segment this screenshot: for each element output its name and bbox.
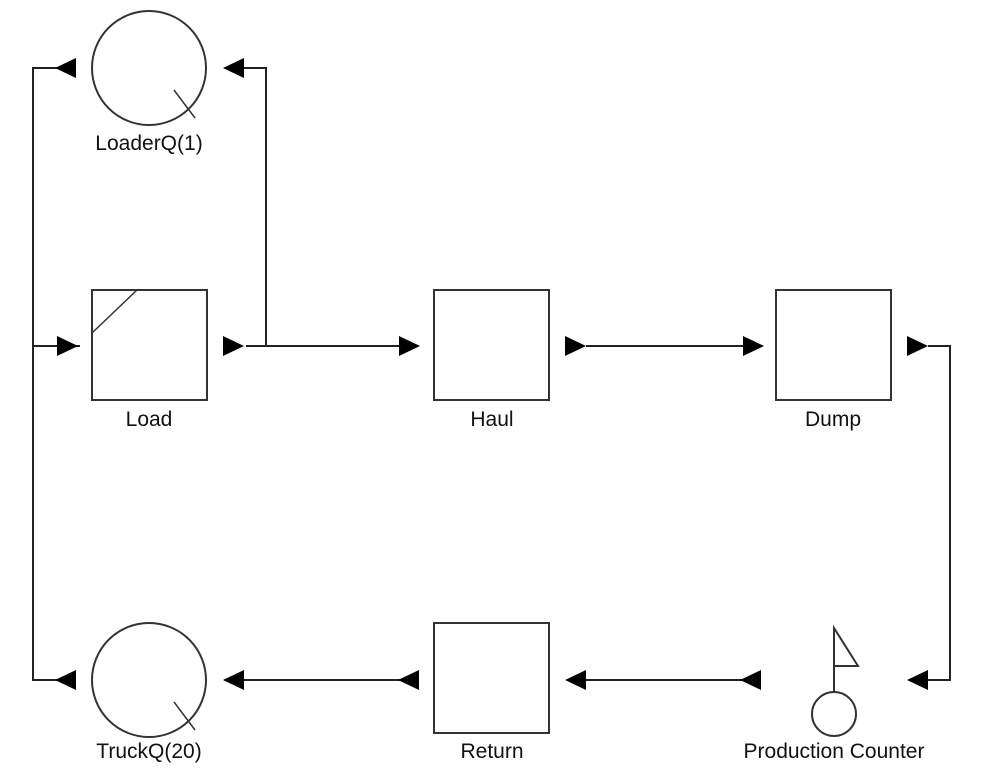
arrow-haul-in [399,336,420,356]
link-load-to-loader-queue[interactable] [240,67,267,347]
arrow-dump-out [907,336,928,356]
arrow-load-in [57,336,78,356]
node-label: Load [126,408,173,431]
counter-flag [833,624,860,667]
connector-lines [32,67,951,681]
node-label: Dump [805,408,861,431]
combi-marker [91,289,138,334]
activity-box [775,289,892,401]
link-loader-queue-to-load[interactable] [32,67,80,347]
arrow-haul-out [565,336,586,356]
node-label: Return [460,740,523,763]
arrow-truck-queue-in-right [223,670,244,690]
queue-circle [91,10,207,126]
node-load[interactable]: Load [91,289,208,431]
queue-circle [91,622,207,738]
counter-circle [811,691,857,737]
node-haul[interactable]: Haul [433,289,550,431]
arrow-counter-in [907,670,928,690]
link-dump-to-counter[interactable] [924,345,951,681]
arrow-counter-out [740,670,761,690]
node-return[interactable]: Return [433,622,550,763]
arrow-truck-queue-in-left [55,670,76,690]
arrow-loader-queue-in-right [223,58,244,78]
arrow-return-in [565,670,586,690]
node-label: TruckQ(20) [96,740,201,763]
queue-marker [173,89,196,119]
arrow-load-out [223,336,244,356]
node-loader-queue[interactable]: LoaderQ(1) [91,10,207,155]
activity-box [433,289,550,401]
node-label: LoaderQ(1) [95,132,202,155]
node-production-counter[interactable]: Production Counter [744,624,925,763]
link-truck-queue-to-load[interactable] [32,346,60,681]
arrow-loader-queue-in-left [55,58,76,78]
arrow-return-out [398,670,419,690]
node-label: Production Counter [744,740,925,763]
activity-box [433,622,550,734]
node-truck-queue[interactable]: TruckQ(20) [91,622,207,763]
queue-marker [173,701,196,731]
arrow-dump-in [743,336,764,356]
arrowheads [55,58,928,690]
node-dump[interactable]: Dump [775,289,892,431]
node-label: Haul [470,408,513,431]
combi-box [91,289,208,401]
